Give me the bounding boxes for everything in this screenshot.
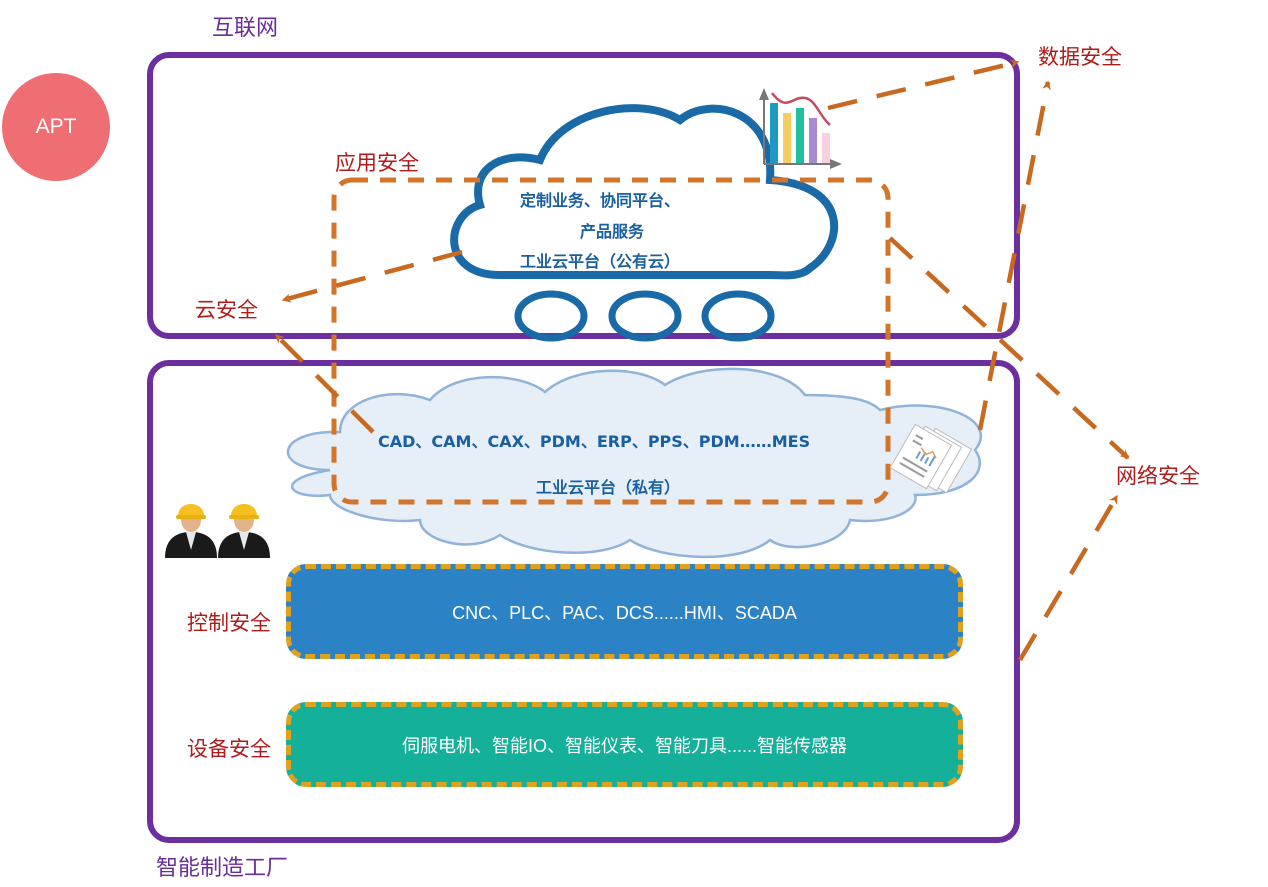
arrow-private-cloud-to-cloud-security	[274, 333, 375, 434]
internet-zone-box	[147, 52, 1020, 339]
device-layer-text: 伺服电机、智能IO、智能仪表、智能刀具......智能传感器	[401, 735, 847, 756]
factory-zone-box	[147, 360, 1020, 843]
arrow-chart-to-data-security	[827, 59, 1020, 111]
documents-icon	[889, 423, 973, 494]
cloud-node-1	[514, 290, 588, 342]
arrow-documents-to-data-security	[977, 80, 1051, 431]
public-cloud-title: 工业云平台（公有云）	[520, 252, 681, 271]
application-security-label: 应用安全	[335, 151, 419, 175]
private-cloud-systems: CAD、CAM、CAX、PDM、ERP、PPS、PDM……MES	[378, 432, 811, 451]
public-cloud-shape	[450, 104, 839, 280]
arrow-factory-to-network-security	[1018, 494, 1119, 662]
bar-chart-icon	[759, 88, 842, 169]
application-security-region	[331, 177, 891, 505]
device-layer[interactable]: 伺服电机、智能IO、智能仪表、智能刀具......智能传感器	[286, 702, 963, 787]
public-cloud-line1: 定制业务、协同平台、	[520, 191, 681, 210]
private-cloud-title: 工业云平台（私有）	[536, 478, 681, 497]
arrow-public-cloud-to-cloud-security	[281, 249, 463, 303]
arrow-app-zone-to-network-security	[888, 236, 1130, 460]
apt-label: APT	[35, 115, 77, 138]
public-cloud-line2: 产品服务	[580, 222, 645, 241]
data-security-label: 数据安全	[1038, 45, 1122, 69]
workers-icon	[165, 504, 270, 558]
internet-zone-label: 互联网	[212, 16, 279, 41]
cloud-node-2	[608, 290, 682, 342]
control-security-label: 控制安全	[187, 611, 271, 635]
network-security-label: 网络安全	[1116, 464, 1200, 488]
private-cloud-shape	[286, 367, 983, 559]
cloud-security-label: 云安全	[195, 298, 258, 322]
control-layer[interactable]: CNC、PLC、PAC、DCS......HMI、SCADA	[286, 564, 963, 659]
device-security-label: 设备安全	[187, 737, 271, 761]
control-layer-text: CNC、PLC、PAC、DCS......HMI、SCADA	[452, 602, 797, 623]
factory-zone-label: 智能制造工厂	[156, 856, 289, 881]
cloud-node-3	[701, 290, 775, 342]
apt-threat-node[interactable]: APT	[2, 73, 110, 181]
